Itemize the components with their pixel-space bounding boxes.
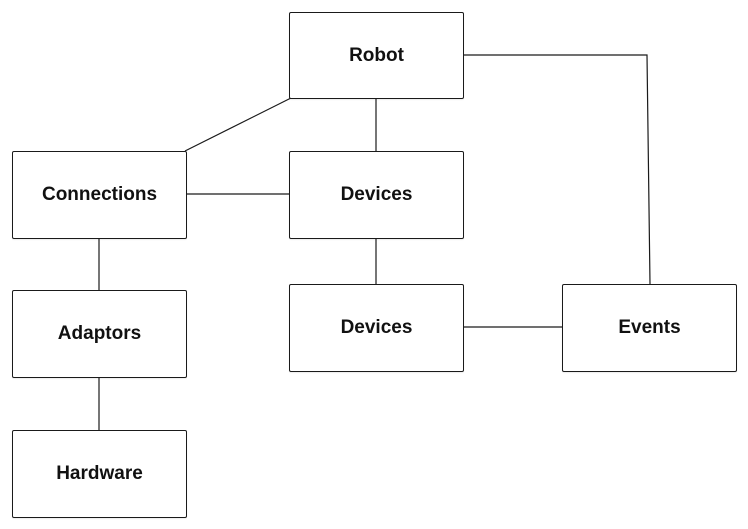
connections-node: Connections: [12, 151, 187, 239]
devices-node-bottom: Devices: [289, 284, 464, 372]
hardware-node: Hardware: [12, 430, 187, 518]
hardware-label: Hardware: [56, 463, 143, 484]
events-node: Events: [562, 284, 737, 372]
adaptors-node: Adaptors: [12, 290, 187, 378]
devices-node-top: Devices: [289, 151, 464, 239]
edge-robot-events: [464, 54, 651, 285]
connections-label: Connections: [41, 184, 158, 205]
robot-node: Robot: [289, 12, 464, 99]
adaptors-label: Adaptors: [57, 323, 142, 344]
devices-top-label: Devices: [340, 184, 413, 205]
devices-bottom-label: Devices: [340, 317, 413, 338]
robot-label: Robot: [349, 44, 404, 66]
edge-robot-connections: [184, 97, 292, 152]
events-label: Events: [618, 317, 681, 338]
